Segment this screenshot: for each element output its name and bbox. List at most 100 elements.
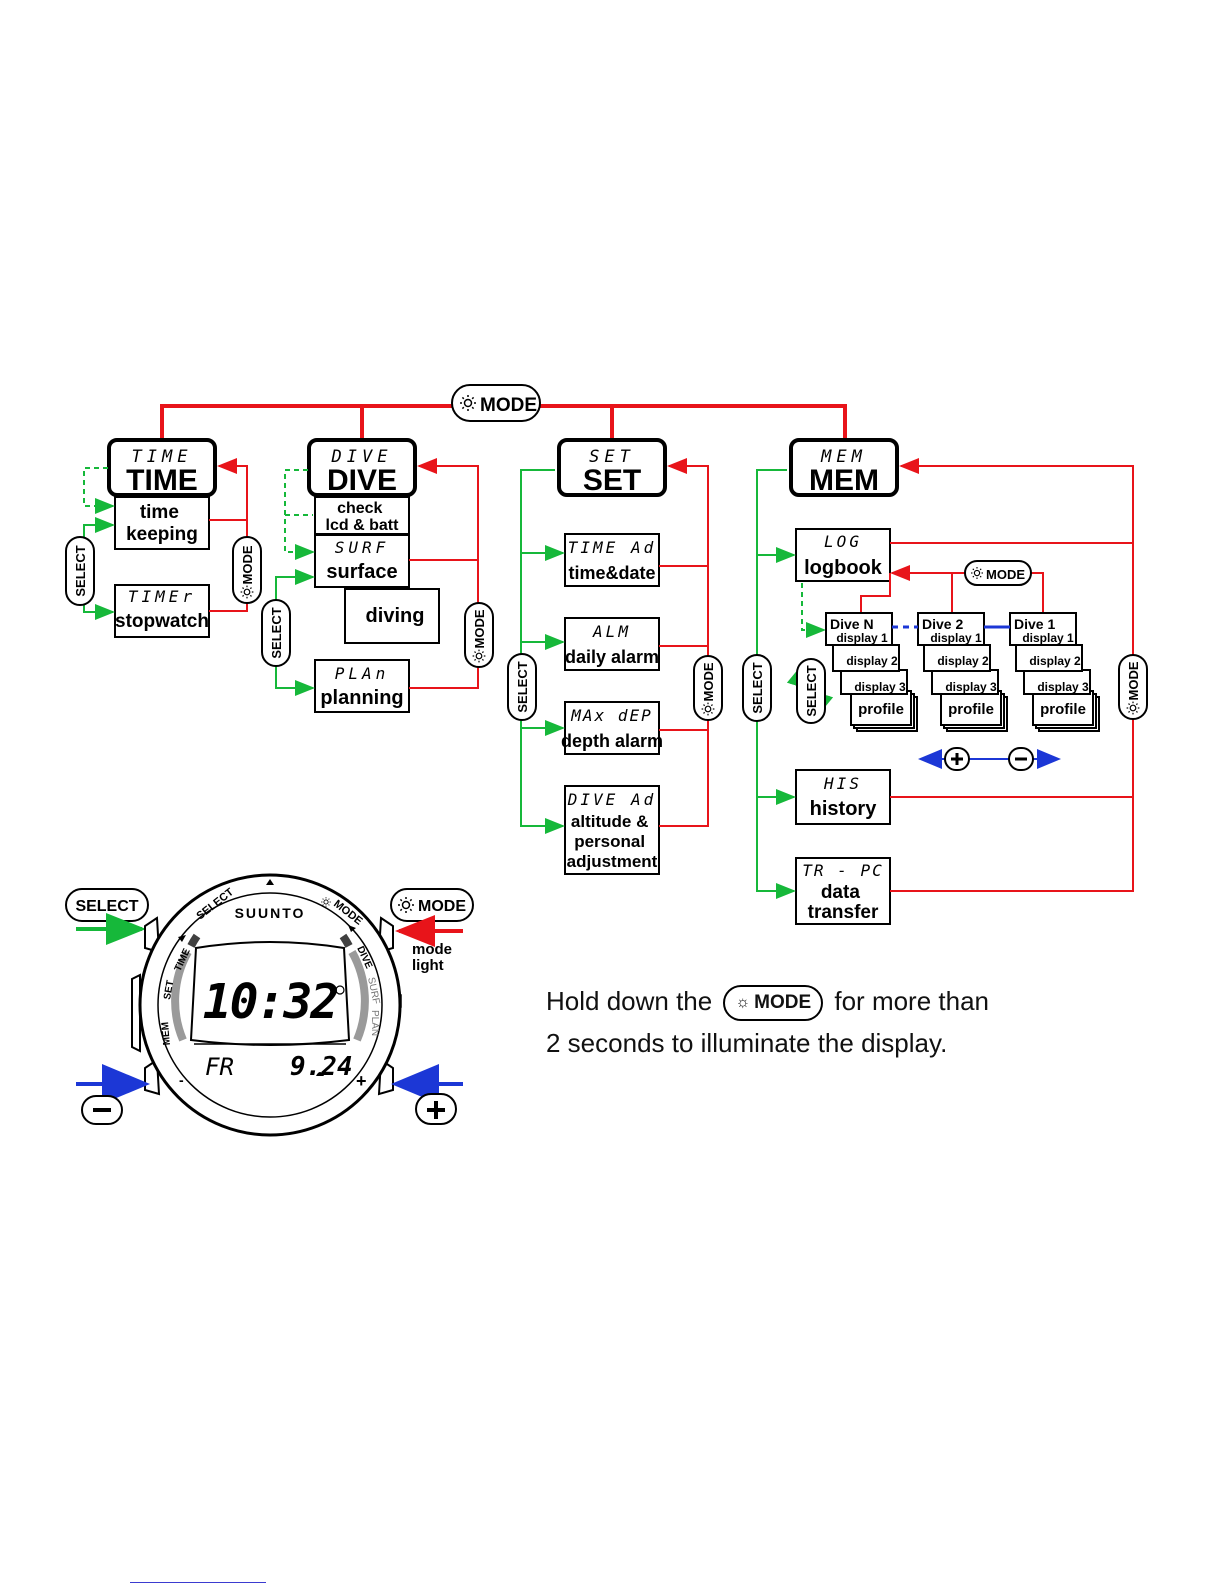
sun-icon: ☼ — [735, 994, 751, 1012]
svg-text:LOG: LOG — [824, 532, 862, 551]
watch-time: 10:32 — [203, 974, 338, 1030]
svg-text:MODE: MODE — [472, 609, 487, 648]
dive-2-stack: profile display 3 display 2 Dive 2 displ… — [917, 612, 1008, 732]
svg-text:SET: SET — [589, 447, 635, 467]
svg-text:display 3: display 3 — [945, 680, 997, 694]
minus-icon[interactable] — [1008, 747, 1034, 771]
svg-text:MAx dEP: MAx dEP — [570, 706, 652, 725]
select-button-watch[interactable]: SELECT — [65, 888, 149, 922]
svg-text:display 1: display 1 — [930, 631, 982, 645]
set-mode-box: SET SET — [557, 438, 667, 497]
plus-button-watch[interactable] — [415, 1093, 457, 1125]
svg-text:SURF: SURF — [335, 538, 390, 557]
svg-text:daily alarm: daily alarm — [565, 647, 659, 667]
svg-text:MEM: MEM — [820, 447, 867, 467]
set-daily-alarm-box: ALM daily alarm — [564, 617, 660, 671]
set-depth-alarm-box: MAx dEP depth alarm — [561, 701, 663, 755]
mode-button-top[interactable]: MODE — [451, 384, 541, 422]
logbook-box: LOG logbook — [795, 528, 891, 582]
plus-icon[interactable] — [944, 747, 970, 771]
mode-button-caption[interactable]: ☼MODE — [723, 985, 824, 1022]
svg-text:SELECT: SELECT — [750, 662, 765, 713]
svg-text:MODE: MODE — [701, 662, 716, 701]
check-label: check lcd & batt — [326, 500, 400, 534]
svg-text:TIME Ad: TIME Ad — [568, 538, 656, 557]
watch-day: FR — [205, 1053, 234, 1081]
svg-text:SUUNTO: SUUNTO — [235, 905, 306, 921]
svg-text:PLAn: PLAn — [335, 664, 390, 683]
svg-text:DIVE: DIVE — [331, 447, 393, 467]
illumination-caption: Hold down the ☼MODE for more than 2 seco… — [546, 980, 989, 1064]
svg-text:display 3: display 3 — [1037, 680, 1089, 694]
svg-text:display 1: display 1 — [1022, 631, 1074, 645]
svg-text:PLAN: PLAN — [369, 1010, 380, 1036]
minus-button-watch[interactable] — [81, 1095, 123, 1125]
select-button-set[interactable]: SELECT — [507, 653, 537, 721]
svg-text:display 2: display 2 — [937, 654, 989, 668]
svg-text:ALM: ALM — [592, 622, 631, 641]
dive-n-stack: profile display 3 display 2 Dive N displ… — [825, 612, 918, 732]
watch-date: 9.24 — [290, 1052, 353, 1082]
svg-text:Dive 1: Dive 1 — [1014, 616, 1055, 632]
mode-button-set[interactable]: MODE — [693, 655, 723, 721]
set-time-date-box: TIME Ad time&date — [564, 533, 660, 587]
svg-text:stopwatch: stopwatch — [115, 611, 209, 632]
watch-illustration: SELECT MODE mode light SUUNTO SELECT — [65, 873, 474, 1137]
mode-button-top-label: MODE — [480, 395, 537, 416]
mode-button-watch[interactable]: MODE — [390, 888, 474, 922]
svg-text:TIMEr: TIMEr — [128, 587, 196, 606]
select-button-time[interactable]: SELECT — [65, 536, 95, 606]
set-altitude-box: DIVE Ad altitude & personal adjustment — [564, 785, 660, 875]
svg-text:profile: profile — [858, 701, 904, 718]
mem-mode-box: MEM MEM — [789, 438, 899, 497]
svg-text:MODE: MODE — [1126, 661, 1141, 700]
svg-text:SELECT: SELECT — [75, 898, 138, 915]
svg-text:+: + — [356, 1071, 367, 1091]
select-button-mem[interactable]: SELECT — [742, 654, 772, 722]
select-button-dive-loop[interactable]: SELECT — [786, 658, 834, 724]
svg-text:diving: diving — [366, 605, 425, 627]
check-box — [314, 496, 410, 535]
svg-text:DIVE Ad: DIVE Ad — [567, 790, 656, 809]
svg-text:SELECT: SELECT — [73, 545, 88, 596]
svg-text:MODE: MODE — [986, 567, 1025, 582]
svg-text:SELECT: SELECT — [269, 607, 284, 658]
dive-1-stack: profile display 3 display 2 Dive 1 displ… — [1009, 612, 1100, 732]
svg-text:SELECT: SELECT — [804, 665, 819, 716]
mode-button-dive[interactable]: MODE — [464, 602, 494, 668]
scroll-indicator — [918, 747, 1061, 771]
svg-text:MODE: MODE — [418, 898, 466, 915]
svg-text:display 2: display 2 — [846, 654, 898, 668]
surface-box — [314, 534, 410, 588]
svg-text:display 3: display 3 — [854, 680, 906, 694]
footer-link-line — [130, 1582, 266, 1583]
select-button-dive[interactable]: SELECT — [261, 599, 291, 667]
svg-text:altitude & personal: altitude & personal adjustment — [567, 812, 658, 871]
timekeeping-box — [114, 496, 210, 550]
mode-button-logbook[interactable]: MODE — [964, 560, 1032, 586]
svg-text:MEM: MEM — [809, 464, 879, 497]
svg-text:profile: profile — [1040, 701, 1086, 718]
svg-text:SELECT: SELECT — [515, 661, 530, 712]
svg-text:MEM: MEM — [160, 1021, 173, 1045]
svg-text:SET: SET — [583, 464, 641, 497]
svg-text:MODE: MODE — [240, 545, 255, 584]
svg-text:logbook: logbook — [804, 557, 883, 579]
dive-mode-box: DIVE DIVE — [307, 438, 417, 497]
mode-button-mem[interactable]: MODE — [1118, 654, 1148, 720]
time-mode-box: TIME TIME — [107, 438, 217, 497]
bell-icon — [316, 1072, 324, 1076]
svg-text:HIS: HIS — [823, 774, 862, 793]
svg-text:display 1: display 1 — [836, 631, 888, 645]
data-transfer-box: TR - PC data transfer — [795, 857, 891, 925]
svg-text:TR - PC: TR - PC — [802, 861, 883, 880]
svg-text:Dive N: Dive N — [830, 616, 874, 632]
mode-button-time[interactable]: MODE — [232, 536, 262, 604]
svg-text:SET: SET — [162, 979, 176, 1000]
svg-text:surface: surface — [326, 561, 397, 583]
svg-text:planning: planning — [320, 687, 403, 709]
svg-text:depth alarm: depth alarm — [561, 731, 663, 751]
svg-text:TIME: TIME — [132, 447, 193, 467]
planning-box — [314, 659, 410, 713]
